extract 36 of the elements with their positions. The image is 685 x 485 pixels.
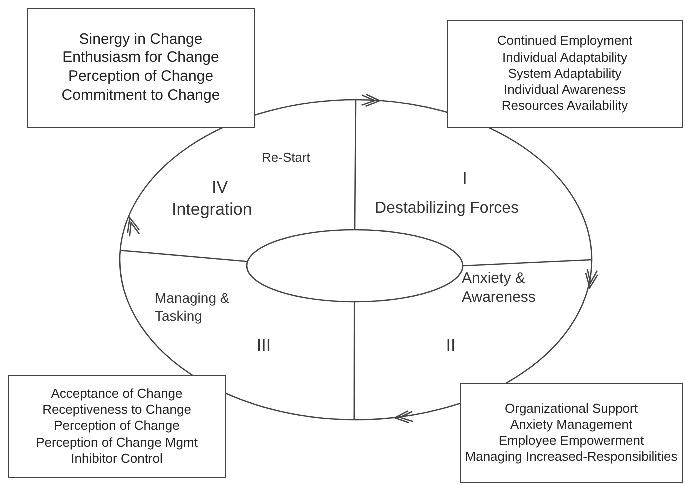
factor-text: Employee Empowerment (498, 433, 644, 450)
stage-label: II (445, 335, 457, 356)
factor-text: Perception of Change (54, 418, 180, 435)
factor-box (460, 383, 683, 483)
stage-label: Anxiety & Awareness (462, 270, 537, 308)
factor-text: Individual Awareness (504, 82, 626, 98)
stage-label: Integration (172, 199, 254, 220)
factor-text: Continued Employment (497, 33, 633, 50)
stage-label: Destabilizing Forces (375, 199, 520, 219)
factor-text: Perception of Change Mgmt (36, 434, 198, 451)
factor-text: System Adaptability (508, 66, 622, 82)
factor-box (447, 20, 683, 128)
factor-text: Organizational Support (505, 400, 638, 417)
factor-text: Individual Adaptability (502, 50, 628, 66)
factor-text: Acceptance of Change (51, 386, 183, 402)
stage-label: III (256, 335, 272, 356)
factor-text: Receptiveness to Change (42, 402, 192, 418)
factor-box (8, 375, 226, 478)
stage-label: I (462, 168, 468, 190)
factor-text: Sinergy in Change (79, 30, 203, 50)
stage-label: IV (210, 177, 230, 198)
spoke-line (120, 250, 248, 262)
stage-label: Managing & Tasking (155, 290, 231, 325)
factor-text: Commitment to Change (62, 86, 220, 106)
factor-text: Enthusiasm for Change (62, 49, 220, 68)
factor-text: Resources Availability (502, 98, 628, 115)
spoke-line (354, 302, 356, 420)
factor-box (27, 8, 255, 128)
factor-text: Anxiety Management (510, 416, 633, 433)
factor-text: Managing Increased-Responsibilities (465, 449, 678, 466)
spoke-line (462, 259, 592, 267)
center-ellipse (247, 230, 463, 302)
factor-text: Perception of Change (68, 68, 214, 87)
stage-label: Re-Start (262, 150, 312, 166)
factor-text: Inhibitor Control (71, 450, 163, 468)
spoke-line (354, 100, 357, 230)
